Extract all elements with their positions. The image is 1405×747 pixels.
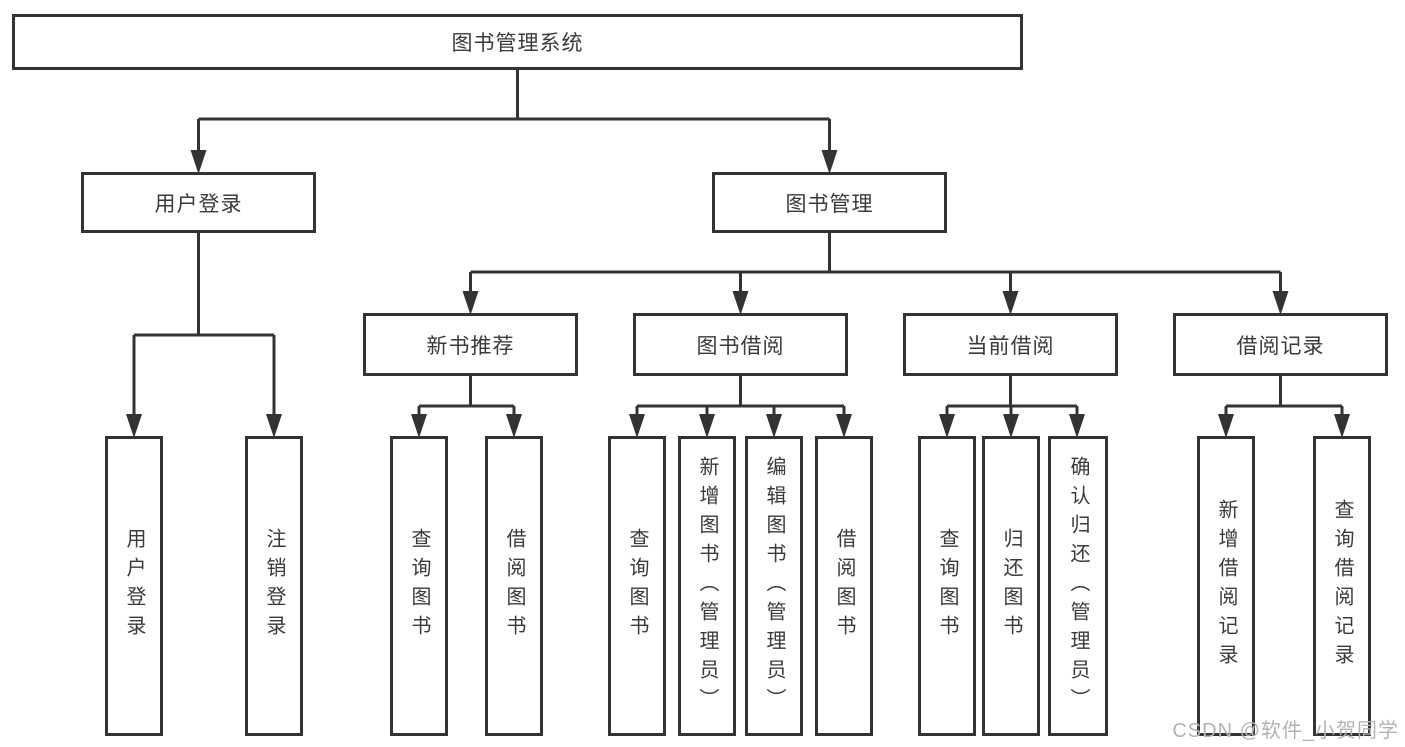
node-label: 用户登录 [154,192,243,216]
leaf-confirm-return-admin: 确认归还（管理员） [1048,436,1108,736]
csdn-watermark: CSDN @软件_小贺同学 [1172,720,1399,742]
leaf-label: 注销登录 [263,528,285,644]
leaf-label: 用户登录 [123,528,145,644]
leaf-borrow-books: 借阅图书 [815,436,873,736]
leaf-label: 查询图书 [626,528,648,644]
node-borrowing-records: 借阅记录 [1173,313,1388,376]
node-book-borrowing: 图书借阅 [633,313,848,376]
node-label: 图书管理系统 [451,32,584,55]
leaf-return-book: 归还图书 [982,436,1040,736]
leaf-label: 借阅图书 [833,528,855,644]
node-new-book-recommend: 新书推荐 [363,313,578,376]
leaf-add-book-admin: 新增图书（管理员） [678,436,736,736]
leaf-label: 新增图书（管理员） [696,455,718,717]
leaf-label: 借阅图书 [503,528,525,644]
leaf-edit-book-admin: 编辑图书（管理员） [745,436,803,736]
node-current-borrowing: 当前借阅 [903,313,1118,376]
leaf-borrow-books-recommend: 借阅图书 [485,436,543,736]
node-label: 新书推荐 [426,334,515,358]
node-label: 当前借阅 [966,334,1055,358]
leaf-query-borrow-record: 查询借阅记录 [1313,436,1371,736]
node-label: 图书管理 [785,192,874,216]
leaf-label: 新增借阅记录 [1215,499,1237,673]
leaf-label: 确认归还（管理员） [1067,455,1089,717]
node-library-management-system: 图书管理系统 [12,14,1023,70]
leaf-label: 查询图书 [936,528,958,644]
node-user-login: 用户登录 [81,172,316,233]
leaf-query-books-current: 查询图书 [918,436,976,736]
leaf-logout: 注销登录 [245,436,303,736]
node-label: 图书借阅 [696,334,785,358]
leaf-label: 查询借阅记录 [1331,499,1353,673]
leaf-label: 编辑图书（管理员） [763,455,785,717]
leaf-query-books-borrow: 查询图书 [608,436,666,736]
leaf-user-login: 用户登录 [105,436,163,736]
node-book-management: 图书管理 [712,172,947,233]
leaf-label: 查询图书 [408,528,430,644]
node-label: 借阅记录 [1236,334,1325,358]
leaf-label: 归还图书 [1000,528,1022,644]
leaf-query-books-recommend: 查询图书 [390,436,448,736]
leaf-add-borrow-record: 新增借阅记录 [1197,436,1255,736]
